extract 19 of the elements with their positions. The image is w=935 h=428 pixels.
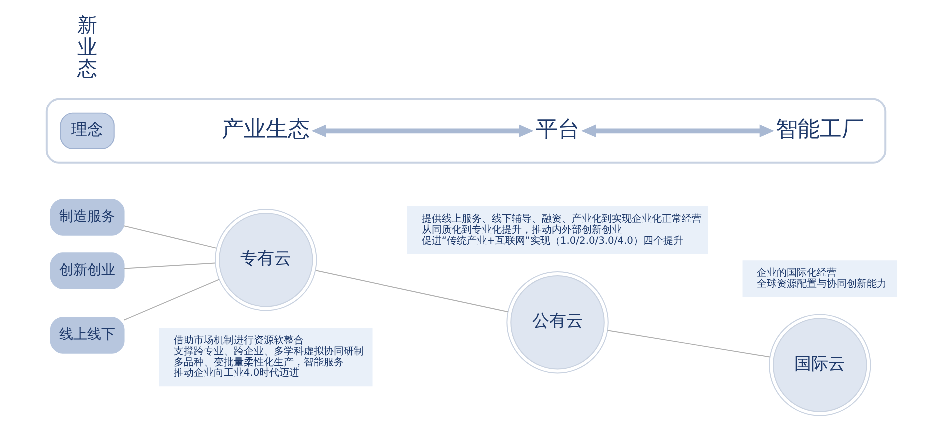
connector — [123, 279, 220, 321]
label: 新业态 — [77, 14, 98, 81]
node-text: 产业生态 — [222, 118, 310, 143]
node-text: 智能工厂 — [776, 118, 864, 143]
connector — [314, 270, 508, 313]
node-box: 理念 — [60, 112, 114, 150]
connector — [123, 262, 216, 270]
node-circle: 国际云 — [768, 314, 871, 416]
node-circle: 公有云 — [506, 272, 608, 374]
connector — [123, 226, 217, 249]
arrow — [311, 124, 534, 138]
cluster — [45, 98, 886, 164]
node-circle: 专有云 — [214, 209, 317, 312]
node-box: 制造服务 — [50, 199, 124, 236]
node-text: 平台 — [535, 118, 580, 143]
connector — [606, 330, 770, 358]
node-box: 创新创业 — [50, 252, 124, 290]
node-box: 线上线下 — [50, 317, 124, 354]
arrow — [580, 124, 774, 138]
